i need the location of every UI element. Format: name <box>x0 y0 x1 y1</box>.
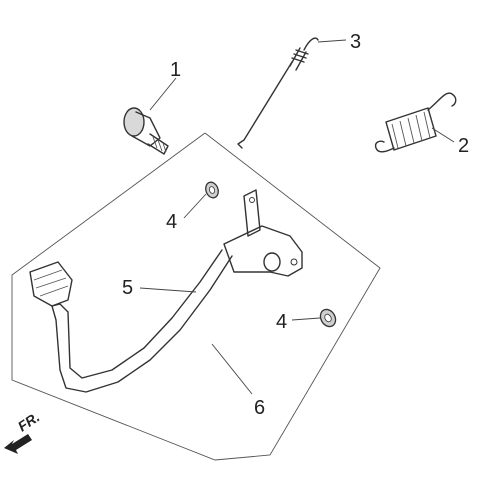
leader-4b <box>291 317 321 321</box>
washer-upper-part <box>205 181 219 199</box>
callout-4b: 4 <box>276 311 287 333</box>
front-direction-arrow-icon <box>4 434 32 454</box>
return-spring-part <box>374 92 457 153</box>
front-direction-label: FR. <box>15 409 43 435</box>
callout-6: 6 <box>254 397 265 419</box>
leader-1 <box>149 77 177 111</box>
brake-pedal-part <box>29 189 303 393</box>
leader-5 <box>139 287 197 293</box>
callout-4a: 4 <box>166 211 177 233</box>
assembly-outline <box>11 132 381 461</box>
callout-1: 1 <box>170 59 181 81</box>
brake-rod-part <box>237 37 319 149</box>
pivot-bolt-part <box>123 107 169 155</box>
washer-lower-part <box>319 308 337 328</box>
callout-2: 2 <box>458 135 469 157</box>
leader-6 <box>211 343 253 395</box>
leader-2 <box>431 127 455 143</box>
callout-5: 5 <box>122 277 133 299</box>
leader-4a <box>183 193 207 219</box>
leader-3 <box>317 39 347 43</box>
callout-3: 3 <box>350 31 361 53</box>
